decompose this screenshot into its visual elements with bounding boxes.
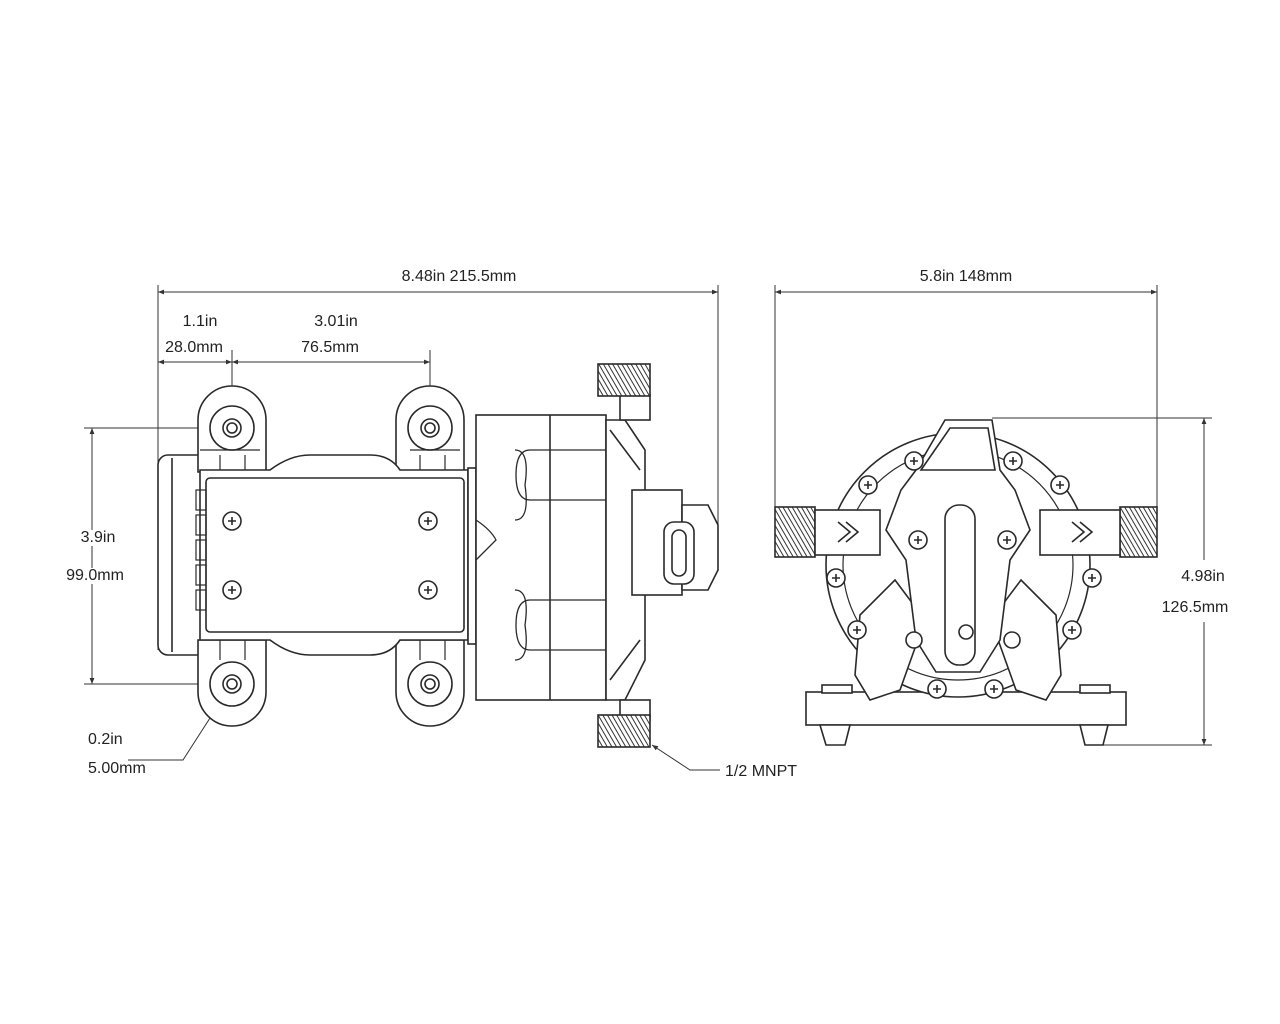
overall-length-label: 8.48in 215.5mm xyxy=(401,268,517,285)
front-width-label: 5.8in 148mm xyxy=(919,268,1013,285)
left-offset-in-label: 1.1in xyxy=(182,313,218,330)
hole-dia-in-label: 0.2in xyxy=(88,731,123,748)
front-height-in-label: 4.98in xyxy=(1181,568,1225,585)
screw-icons xyxy=(826,451,1102,699)
port-thread-leader xyxy=(651,744,720,771)
hole-spacing-mm-label: 76.5mm xyxy=(301,339,359,356)
hole-dia-mm-label: 5.00mm xyxy=(88,760,146,777)
port-thread-label: 1/2 MNPT xyxy=(725,763,798,780)
hole-height-in-label: 3.9in xyxy=(80,529,116,546)
hole-height-mm-label: 99.0mm xyxy=(66,567,124,584)
left-offset-mm-label: 28.0mm xyxy=(165,339,223,356)
front-height-mm-label: 126.5mm xyxy=(1161,599,1229,616)
pump-side-view xyxy=(157,363,719,748)
mounting-hole-icons xyxy=(209,405,453,707)
front-view-dimensions xyxy=(774,285,1212,746)
screw-icons xyxy=(222,511,438,600)
hole-spacing-in-label: 3.01in xyxy=(314,313,358,330)
pump-front-view xyxy=(774,419,1158,746)
